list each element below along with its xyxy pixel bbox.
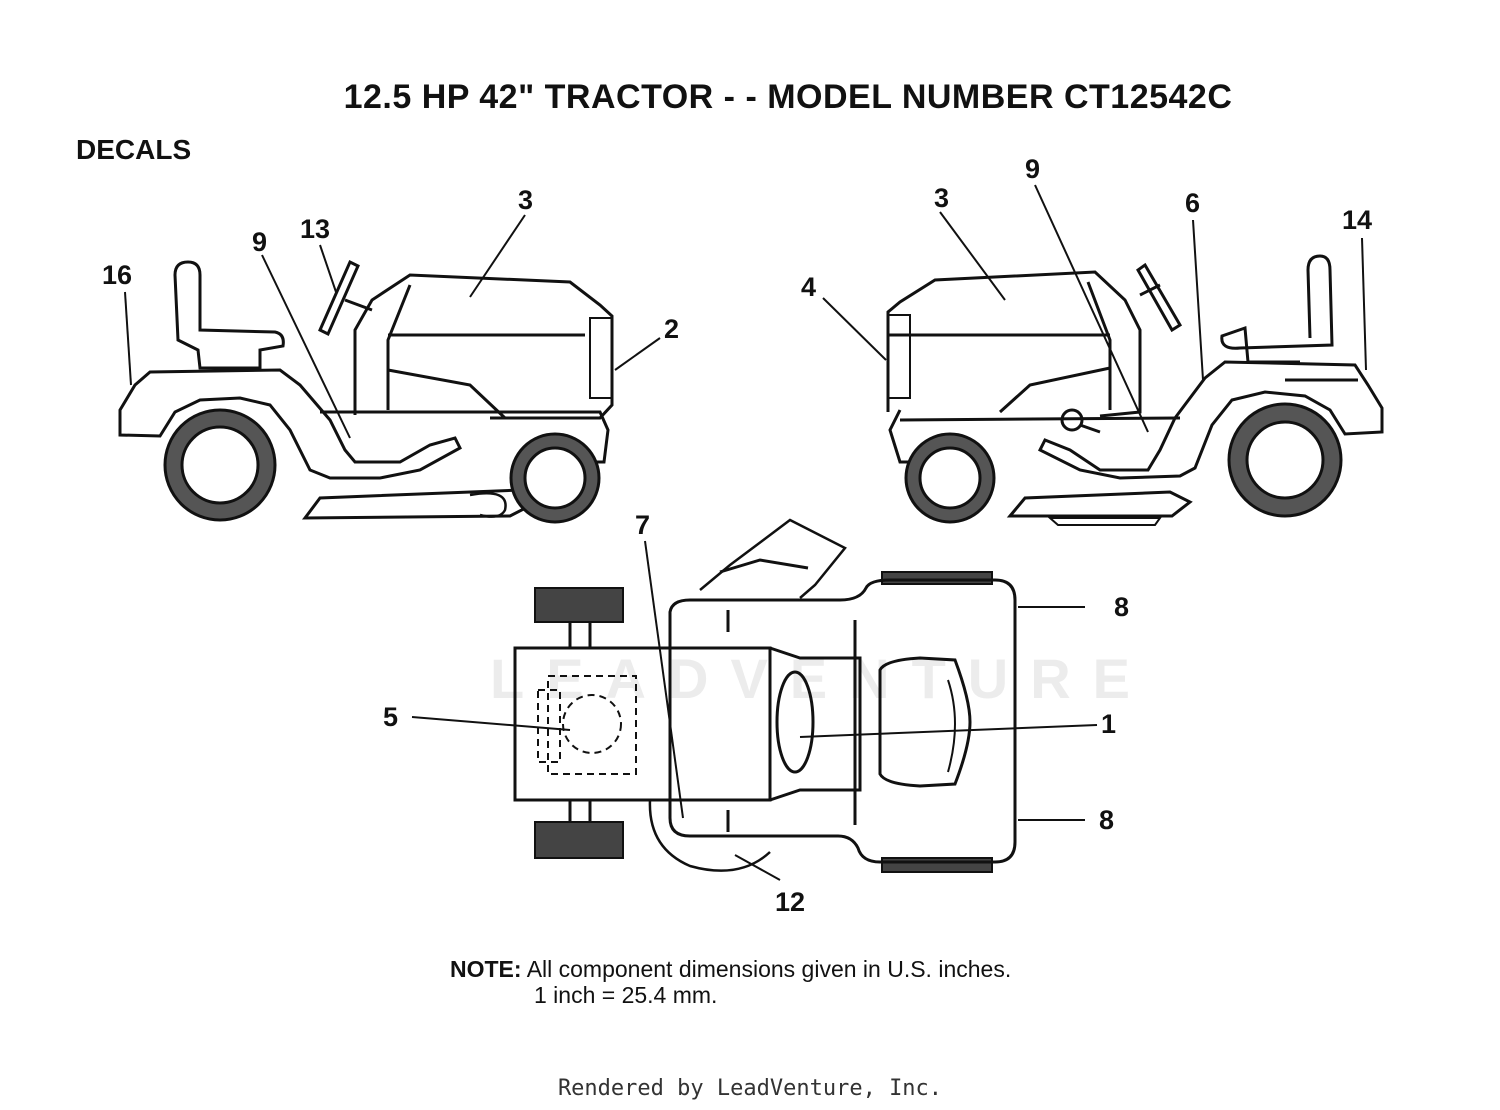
callout-1: 1: [1101, 709, 1117, 739]
callout-5: 5: [383, 702, 399, 732]
footer-credit: Rendered by LeadVenture, Inc.: [557, 1076, 943, 1101]
callout-14: 14: [1342, 205, 1373, 235]
callout-16: 16: [102, 260, 133, 290]
callout-9-left: 9: [252, 227, 268, 257]
dimension-note: NOTE: All component dimensions given in …: [450, 956, 1011, 1008]
note-line-1: All component dimensions given in U.S. i…: [526, 956, 1012, 982]
callout-4: 4: [801, 272, 817, 302]
callout-7: 7: [635, 510, 651, 540]
callout-8-bottom: 8: [1099, 805, 1115, 835]
left-side-tractor: [118, 259, 614, 524]
callout-12: 12: [775, 887, 806, 917]
note-label: NOTE:: [450, 956, 522, 982]
callout-3-right: 3: [934, 183, 950, 213]
callout-6: 6: [1185, 188, 1201, 218]
callout-9-right: 9: [1025, 154, 1041, 184]
callout-2: 2: [664, 314, 680, 344]
callout-13: 13: [300, 214, 331, 244]
note-line-2: 1 inch = 25.4 mm.: [534, 982, 718, 1008]
top-view-tractor: [513, 518, 1017, 873]
section-heading: DECALS: [76, 134, 192, 165]
callout-3-left: 3: [518, 185, 534, 215]
right-side-tractor: [886, 254, 1384, 526]
leader-lines: [124, 184, 1367, 881]
page-title: 12.5 HP 42" TRACTOR - - MODEL NUMBER CT1…: [343, 78, 1233, 116]
callout-8-top: 8: [1114, 592, 1130, 622]
